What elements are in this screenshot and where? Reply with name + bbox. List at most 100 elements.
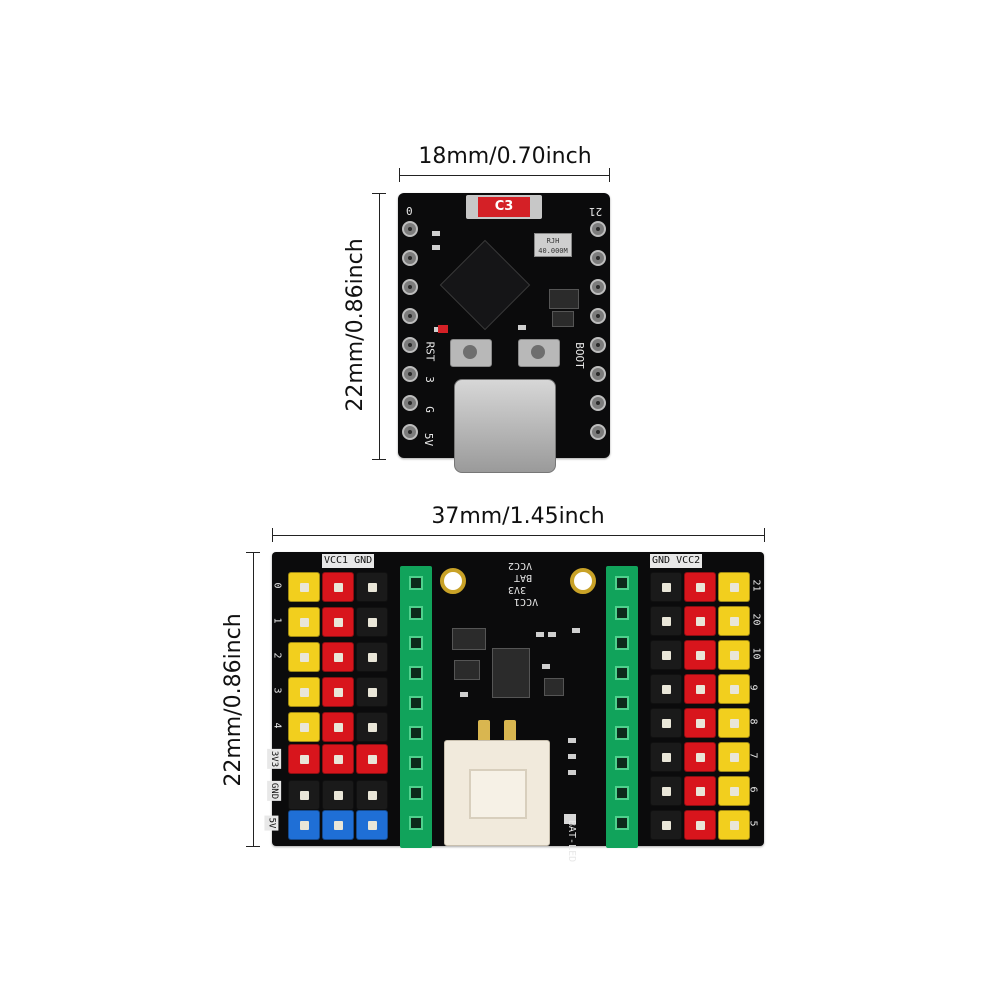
red-pin-header	[322, 677, 354, 707]
female-socket-hole	[615, 576, 629, 590]
small-board-width-label: 18mm/0.70inch	[418, 144, 592, 169]
boot-button[interactable]	[518, 339, 560, 367]
battery-jst-connector[interactable]	[444, 740, 550, 846]
pin-label-g: G	[422, 406, 436, 413]
female-socket-hole	[409, 666, 423, 680]
voltage-regulator	[549, 289, 579, 309]
esp32-c3-chip	[439, 239, 531, 331]
bat-led	[564, 814, 576, 824]
small-board-width-line	[399, 175, 609, 176]
castellated-pad	[590, 250, 606, 266]
female-socket-hole	[615, 726, 629, 740]
blue-pin-header	[356, 810, 388, 840]
center-label: VCC1	[514, 596, 539, 607]
center-label: BAT	[514, 572, 533, 583]
small-pcb-board: C3 0 21 RJH 40.000M RST BOOT 3 G 5V	[398, 193, 610, 473]
reset-button[interactable]	[450, 339, 492, 367]
castellated-pad	[590, 395, 606, 411]
black-pin-header	[650, 742, 682, 772]
large-board-height-line	[253, 552, 254, 846]
crystal-oscillator: RJH 40.000M	[534, 233, 572, 257]
large-board-height-label: 22mm/0.86inch	[221, 613, 246, 787]
black-pin-header	[322, 780, 354, 810]
dim-tick	[609, 168, 610, 182]
vcc1-gnd-label: VCC1 GND	[322, 554, 375, 568]
gpio-label-0: 0	[271, 582, 283, 589]
castellated-pad	[590, 308, 606, 324]
red-pin-header	[322, 572, 354, 602]
center-label: VCC2	[508, 560, 533, 571]
gpio-label-1: 1	[271, 617, 283, 624]
power-pin-label: 3V3	[267, 748, 282, 770]
black-pin-header	[650, 674, 682, 704]
gpio-label-4: 4	[271, 722, 283, 729]
castellated-pad	[402, 279, 418, 295]
female-socket-hole	[409, 726, 423, 740]
castellated-pad	[402, 250, 418, 266]
red-pin-header	[684, 810, 716, 840]
yellow-pin-header	[718, 572, 750, 602]
female-socket-hole	[409, 576, 423, 590]
female-socket-hole	[409, 756, 423, 770]
boot-label: BOOT	[572, 342, 586, 369]
female-socket-hole	[409, 636, 423, 650]
smd-resistor	[568, 754, 576, 759]
center-label: 3V3	[508, 584, 527, 595]
castellated-pad	[590, 221, 606, 237]
c3-label: C3	[478, 197, 530, 217]
red-pin-header	[684, 776, 716, 806]
smd-resistor	[572, 628, 580, 633]
red-pin-header	[356, 744, 388, 774]
black-pin-header	[650, 572, 682, 602]
gpio-label-2: 2	[271, 652, 283, 659]
dim-tick	[246, 846, 260, 847]
red-pin-header	[288, 744, 320, 774]
smd-component	[552, 311, 574, 327]
dim-tick	[246, 552, 260, 553]
yellow-pin-header	[288, 642, 320, 672]
black-pin-header	[356, 642, 388, 672]
black-pin-header	[650, 640, 682, 670]
pin-label-21: 21	[589, 205, 603, 218]
red-pin-header	[322, 607, 354, 637]
pin-label-0: 0	[406, 205, 413, 218]
black-pin-header	[288, 780, 320, 810]
usb-c-port[interactable]	[454, 379, 556, 473]
yellow-pin-header	[718, 606, 750, 636]
black-pin-header	[650, 776, 682, 806]
smd-resistor	[568, 738, 576, 743]
pin-label-3: 3	[422, 376, 436, 383]
small-board-height-line	[379, 193, 380, 459]
black-pin-header	[356, 677, 388, 707]
castellated-pad	[402, 424, 418, 440]
mounting-hole	[440, 568, 466, 594]
gpio-label-21: 21	[750, 579, 762, 592]
gnd-vcc2-label: GND VCC2	[650, 554, 703, 568]
castellated-pad	[590, 337, 606, 353]
dim-tick	[764, 528, 765, 542]
yellow-pin-header	[718, 674, 750, 704]
red-pin-header	[684, 640, 716, 670]
power-pin-label: GND	[267, 780, 282, 802]
red-pin-header	[684, 708, 716, 738]
castellated-pad	[590, 279, 606, 295]
dim-tick	[272, 528, 273, 542]
large-board-width-line	[272, 535, 764, 536]
yellow-pin-header	[718, 776, 750, 806]
gpio-label-20: 20	[750, 613, 762, 626]
small-board-height-label: 22mm/0.86inch	[343, 238, 368, 412]
yellow-pin-header	[718, 708, 750, 738]
smd-component	[544, 678, 564, 696]
red-pin-header	[684, 742, 716, 772]
black-pin-header	[650, 810, 682, 840]
female-socket-hole	[615, 816, 629, 830]
castellated-pad	[402, 366, 418, 382]
bat-led-label: BAT-LED	[566, 820, 577, 863]
right-female-header	[606, 566, 638, 848]
left-female-header	[400, 566, 432, 848]
female-socket-hole	[409, 816, 423, 830]
pin-label-5v: 5V	[422, 432, 436, 447]
led	[438, 325, 448, 333]
